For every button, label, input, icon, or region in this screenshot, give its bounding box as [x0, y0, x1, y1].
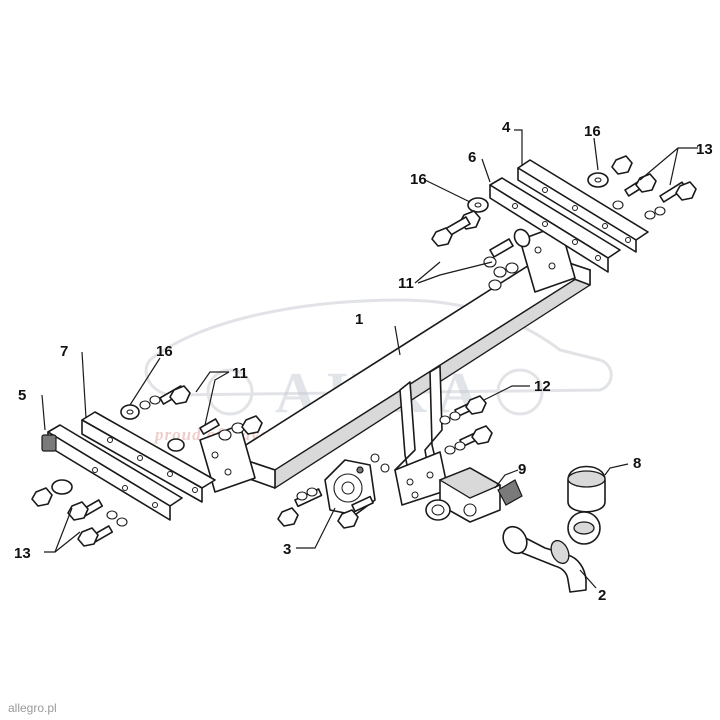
- fasteners-center: [439, 395, 493, 455]
- label-1: 1: [355, 311, 363, 328]
- label-4: 4: [502, 119, 511, 136]
- label-12: 12: [534, 378, 551, 395]
- socket-plate: [277, 453, 390, 529]
- label-5: 5: [18, 387, 26, 404]
- label-11-left: 11: [232, 365, 248, 382]
- label-16-right-b: 16: [410, 171, 427, 188]
- label-7: 7: [60, 343, 68, 360]
- leader-lines: [41, 129, 698, 589]
- left-inner-plate: [81, 411, 216, 503]
- callout-labels: 1 2 3 4 5 6 7 8 9 11 11 12 13 13 16 16 1…: [14, 119, 713, 604]
- ball-mount-bracket: [394, 365, 449, 506]
- left-outer-plate: [41, 424, 183, 521]
- label-8: 8: [633, 455, 641, 472]
- label-2: 2: [598, 587, 606, 604]
- fasteners-left: [31, 385, 263, 547]
- electrical-socket: [425, 467, 523, 523]
- label-13-right: 13: [696, 141, 713, 158]
- label-16-right-a: 16: [584, 123, 601, 140]
- towball-neck: [502, 511, 601, 593]
- label-6: 6: [468, 149, 476, 166]
- label-9: 9: [518, 461, 526, 478]
- label-16-left: 16: [156, 343, 173, 360]
- right-outer-plate: [517, 159, 649, 253]
- towball-cap: [567, 465, 606, 513]
- label-11-right: 11: [398, 275, 414, 292]
- source-credit: allegro.pl: [8, 701, 57, 715]
- label-3: 3: [283, 541, 291, 558]
- label-13-left: 13: [14, 545, 31, 562]
- right-inner-plate: [489, 177, 621, 273]
- main-crossbar: [199, 224, 591, 493]
